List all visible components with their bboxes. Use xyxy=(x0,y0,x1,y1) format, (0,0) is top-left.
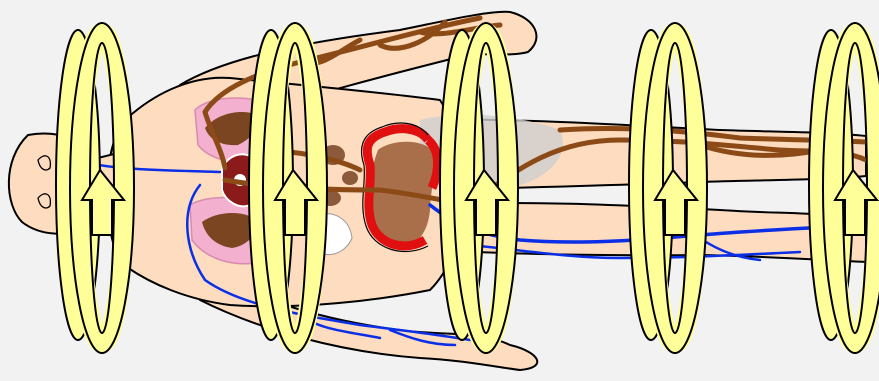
body-silhouette xyxy=(9,12,866,370)
rotation-ring-2 xyxy=(249,23,327,353)
rotation-ring-5 xyxy=(809,23,879,353)
rotation-ring-4 xyxy=(629,23,707,353)
rotation-ring-3 xyxy=(440,23,518,353)
rotation-ring-1 xyxy=(56,23,134,353)
liver-lobe-2 xyxy=(342,171,358,185)
